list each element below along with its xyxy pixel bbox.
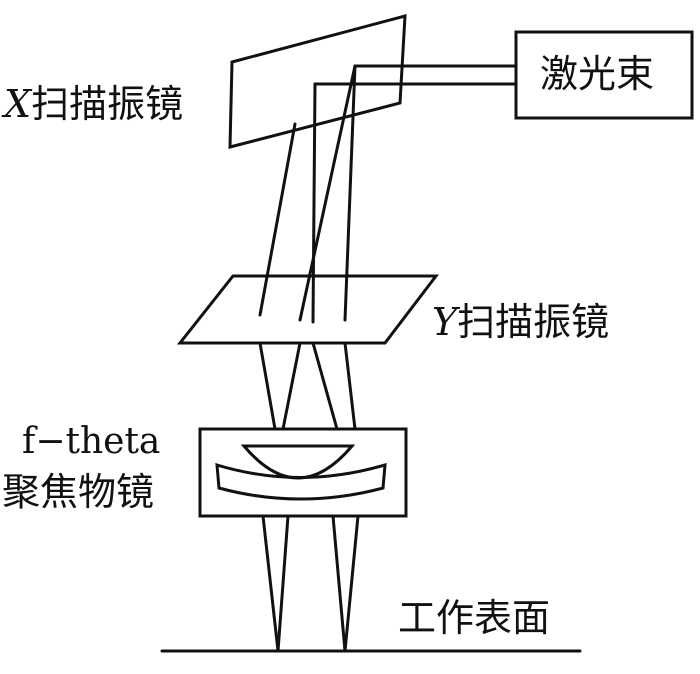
lens-label-line2: 聚焦物镜 xyxy=(2,470,155,514)
x-mirror-text: 扫描振镜 xyxy=(31,82,184,126)
work-surface-text: 工作表面 xyxy=(398,596,551,640)
beam-lw-4 xyxy=(343,514,360,653)
beam-lw-1 xyxy=(261,514,280,653)
beam-xy-2 xyxy=(298,64,357,322)
lens-element-lower xyxy=(215,462,387,501)
y-mirror-label: Y扫描振镜 xyxy=(432,300,610,344)
laser-source-box xyxy=(514,30,694,120)
beam-xy-3 xyxy=(311,82,317,324)
x-mirror-prefix: X xyxy=(4,82,32,126)
laser-beam-label: 激光束 xyxy=(540,52,655,96)
beam-yl-1 xyxy=(258,341,277,431)
beam-xy-4 xyxy=(343,64,357,322)
lens-housing xyxy=(198,427,408,518)
x-mirror-shape xyxy=(228,14,407,149)
work-surface-label: 工作表面 xyxy=(398,596,551,640)
y-mirror-text: 扫描振镜 xyxy=(457,300,610,344)
y-mirror-prefix: Y xyxy=(432,300,458,344)
x-mirror-label: X扫描振镜 xyxy=(4,82,184,126)
y-mirror-shape xyxy=(176,274,440,345)
lens-type-text: 聚焦物镜 xyxy=(2,470,155,514)
beam-yl-4 xyxy=(343,341,357,431)
laser-beam-text: 激光束 xyxy=(540,52,655,96)
lens-label-line1: f−theta xyxy=(22,422,160,462)
beam-yl-3 xyxy=(311,341,339,431)
beam-yl-2 xyxy=(281,341,302,431)
lens-name-text: f−theta xyxy=(22,421,161,462)
beam-lw-3 xyxy=(331,514,347,653)
beam-lw-2 xyxy=(276,514,290,653)
beam-xy-1 xyxy=(258,122,297,317)
